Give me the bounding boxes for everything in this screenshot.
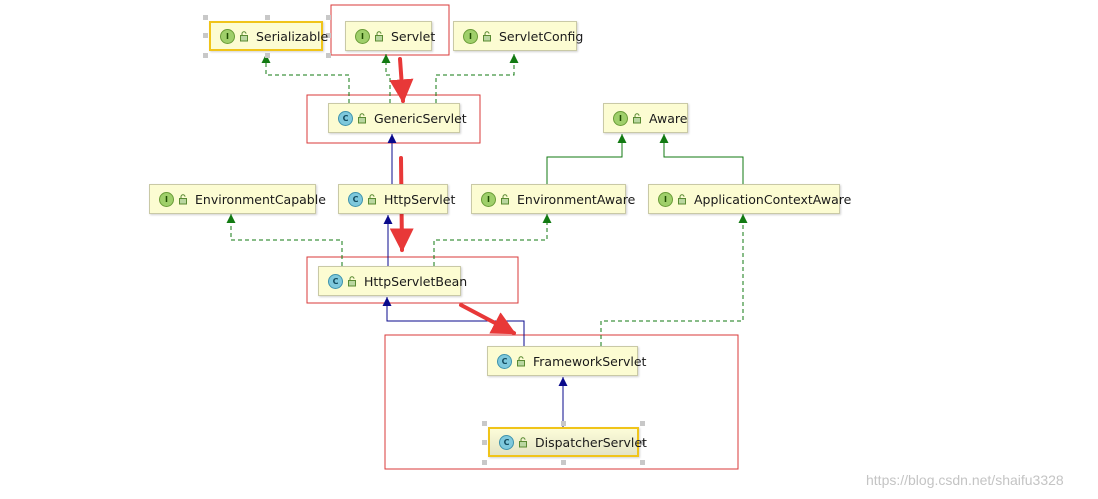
class-icon: C [497,353,512,369]
node-label: EnvironmentCapable [195,191,326,207]
lock-icon [678,193,686,204]
edge-frameworkservlet-applicationcontextaware [600,214,748,346]
node-label: HttpServletBean [364,273,468,289]
edge-environmentaware-aware [546,134,627,184]
highlight-box-httpservletbean [306,256,519,304]
class-icon: C [348,191,363,207]
node-label: HttpServlet [384,191,456,207]
node-label: Serializable [256,28,329,44]
lock-icon [358,112,366,123]
selection-handle [326,33,331,38]
node-label: GenericServlet [374,110,467,126]
selection-handle [561,421,566,426]
edge-httpservletbean-environmentcapable [226,214,343,266]
node-label: EnvironmentAware [517,191,636,207]
interface-icon: I [220,28,235,44]
node-serializable[interactable]: I Serializable [209,21,328,51]
interface-icon: I [481,191,496,207]
class-icon: C [328,273,343,289]
node-environmentaware[interactable]: I EnvironmentAware [471,184,635,214]
lock-icon [179,193,187,204]
edge-frameworkservlet-httpservletbean [382,297,525,346]
selection-handle [640,460,645,465]
selection-handle [326,53,331,58]
node-dispatcherservlet[interactable]: C DispatcherServlet [488,427,647,457]
edge-genericservlet-servlet [381,54,391,103]
selection-handle [482,460,487,465]
node-servlet[interactable]: I Servlet [345,21,436,51]
lock-icon [483,30,491,41]
edge-applicationcontextaware-aware [659,134,744,184]
node-httpservletbean[interactable]: C HttpServletBean [318,266,467,296]
node-label: ApplicationContextAware [694,191,852,207]
node-servletconfig[interactable]: I ServletConfig [453,21,583,51]
lock-icon [375,30,383,41]
annotation-arrow-servlet-to-genericservlet [389,57,414,104]
edge-genericservlet-serializable [261,54,350,103]
selection-handle [482,421,487,426]
selection-handle [203,15,208,20]
interface-icon: I [159,191,174,207]
lock-icon [368,193,376,204]
lock-icon [240,30,248,41]
selection-handle [640,440,645,445]
node-applicationcontextaware[interactable]: I ApplicationContextAware [648,184,851,214]
node-label: ServletConfig [499,28,584,44]
highlight-box-frameworkservlet [384,334,739,470]
lock-icon [517,355,525,366]
selection-handle [561,460,566,465]
interface-icon: I [355,28,370,44]
annotation-arrow-httpservletbean-to-frameworkservlet [459,303,517,335]
selection-handle [482,440,487,445]
node-environmentcapable[interactable]: I EnvironmentCapable [149,184,326,214]
selection-handle [203,33,208,38]
node-aware[interactable]: I Aware [603,103,688,133]
selection-handle [326,15,331,20]
selection-handle [640,421,645,426]
edge-httpservletbean-environmentaware [433,214,552,266]
selection-handle [265,15,270,20]
interface-icon: I [658,191,673,207]
node-httpservlet[interactable]: C HttpServlet [338,184,455,214]
lock-icon [519,436,527,447]
lock-icon [633,112,641,123]
selection-handle [265,53,270,58]
edge-genericservlet-servletconfig [435,54,519,103]
node-genericservlet[interactable]: C GenericServlet [328,103,467,133]
node-label: Aware [649,110,688,126]
node-label: DispatcherServlet [535,434,647,450]
interface-icon: I [613,110,628,126]
lock-icon [348,275,356,286]
lock-icon [501,193,509,204]
node-frameworkservlet[interactable]: C FrameworkServlet [487,346,646,376]
class-icon: C [338,110,353,126]
selection-handle [203,53,208,58]
node-label: Servlet [391,28,436,44]
watermark-text: https://blog.csdn.net/shaifu3328 [866,472,1064,488]
node-label: FrameworkServlet [533,353,647,369]
interface-icon: I [463,28,478,44]
class-icon: C [499,434,514,450]
